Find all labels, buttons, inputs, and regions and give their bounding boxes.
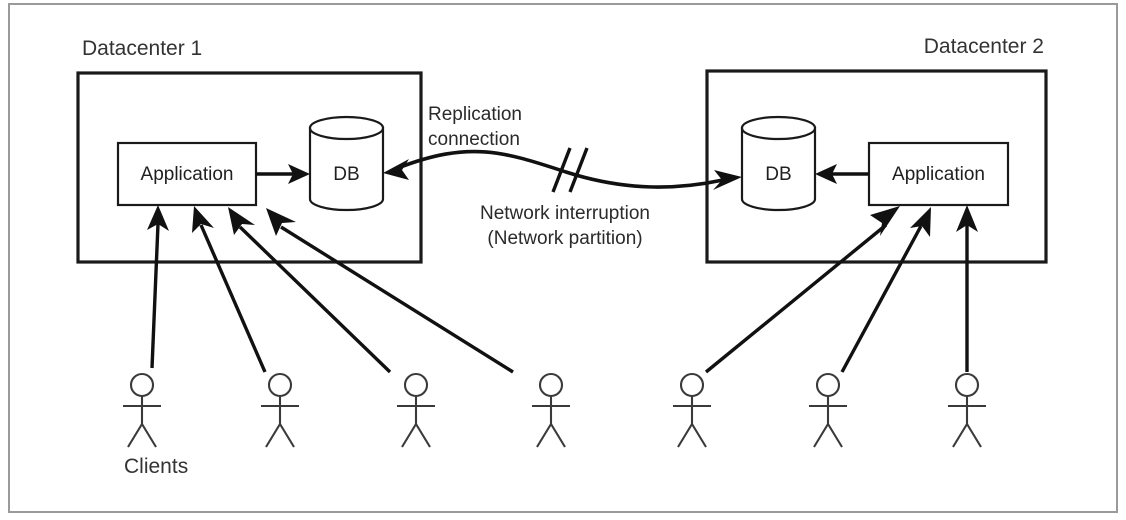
dc1-application-box[interactable] — [116, 141, 258, 207]
network-interruption-line1: Network interruption — [480, 203, 650, 224]
client-figure-2[interactable] — [261, 372, 299, 448]
datacenter-2-title: Datacenter 2 — [924, 35, 1044, 58]
network-interruption-line2: (Network partition) — [487, 228, 642, 249]
replication-label-line2: connection — [428, 129, 520, 150]
datacenter-2-boundary — [705, 69, 1048, 264]
client-figure-5[interactable] — [673, 372, 711, 448]
replication-connection — [383, 149, 742, 190]
datacenter-1-title: Datacenter 1 — [82, 37, 202, 60]
client-figure-1[interactable] — [123, 372, 161, 448]
client-arrows-right — [704, 205, 978, 374]
dc1-app-to-db-arrow — [256, 164, 310, 184]
dc2-app-to-db-arrow — [815, 164, 869, 184]
dc1-database-cylinder[interactable]: DB — [308, 115, 385, 212]
client-figure-4[interactable] — [532, 372, 570, 448]
client-arrows-left — [147, 205, 514, 374]
client-figure-6[interactable] — [809, 372, 847, 448]
client-figure-3[interactable] — [397, 372, 435, 448]
dc1-database-label: DB — [333, 164, 359, 185]
client-figure-7[interactable] — [948, 372, 986, 448]
dc1-application-label: Application — [141, 164, 234, 185]
datacenter-1-boundary — [76, 71, 423, 264]
dc2-application-box[interactable] — [867, 141, 1010, 207]
network-break-mark — [551, 147, 589, 193]
replication-arrowhead-left — [383, 159, 409, 180]
clients-label: Clients — [124, 455, 188, 478]
dc2-database-label: DB — [765, 164, 791, 185]
dc2-database-cylinder[interactable]: DB — [740, 115, 817, 212]
replication-label-line1: Replication — [428, 104, 522, 125]
figure-frame — [8, 3, 1118, 513]
dc2-application-label: Application — [892, 164, 985, 185]
replication-arrowhead-right — [713, 170, 742, 190]
